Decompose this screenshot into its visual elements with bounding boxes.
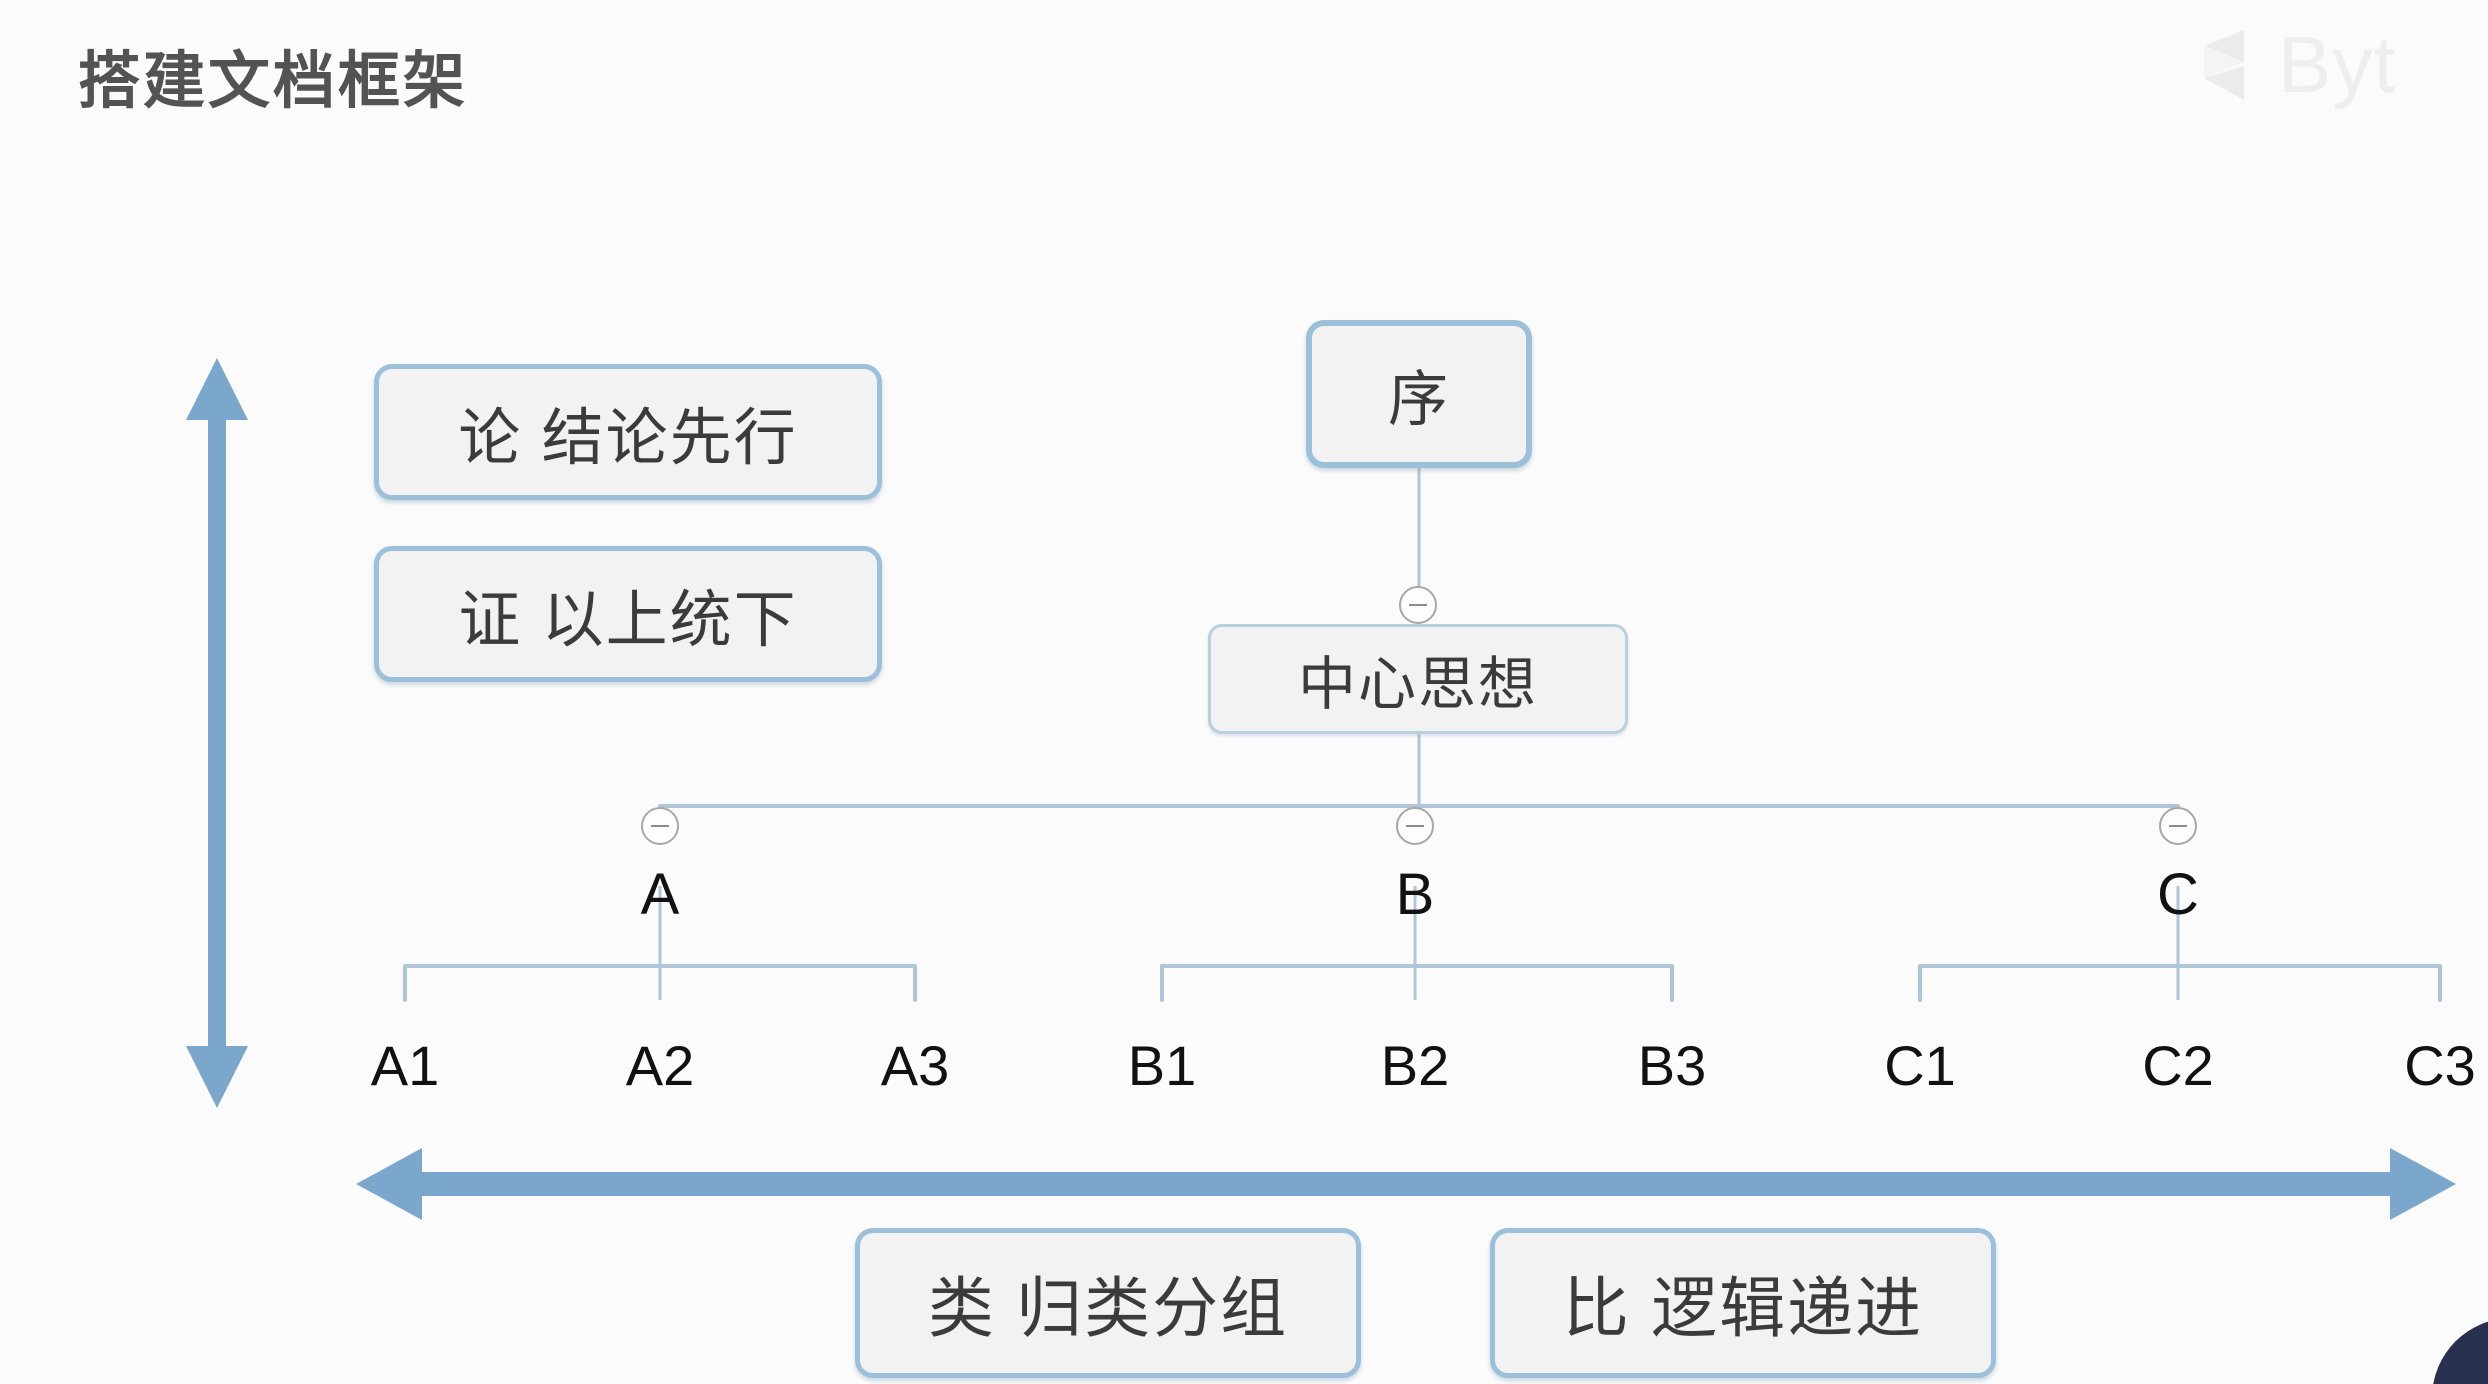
- tree-node-root-xu[interactable]: 序: [1306, 320, 1532, 468]
- principle-box-lei[interactable]: 类 归类分组: [855, 1228, 1361, 1378]
- tree-node-center-label: 中心思想: [1297, 652, 1538, 717]
- collapse-toggle-a-minus-icon[interactable]: [641, 807, 679, 845]
- principle-box-lun-label: 论 结论先行: [458, 404, 798, 473]
- collapse-toggle-c-minus-icon[interactable]: [2159, 807, 2197, 845]
- tree-label-a3[interactable]: A3: [880, 1034, 950, 1097]
- horizontal-double-arrow-icon: [356, 1148, 2456, 1220]
- tree-label-a2[interactable]: A2: [625, 1034, 695, 1097]
- principle-box-zheng[interactable]: 证 以上统下: [374, 546, 882, 682]
- principle-box-lei-label: 类 归类分组: [927, 1271, 1289, 1345]
- tree-label-c1[interactable]: C1: [1884, 1034, 1956, 1097]
- tree-node-center-idea[interactable]: 中心思想: [1208, 624, 1628, 734]
- collapse-toggle-center-minus-icon[interactable]: [1399, 586, 1437, 624]
- principle-box-bi[interactable]: 比 逻辑递进: [1490, 1228, 1996, 1378]
- tree-label-c3[interactable]: C3: [2404, 1034, 2476, 1097]
- vertical-double-arrow-icon: [186, 358, 248, 1108]
- principle-box-zheng-label: 证 以上统下: [458, 586, 798, 655]
- tree-label-c[interactable]: C: [2157, 862, 2199, 927]
- corner-overlay-blob: [2432, 1318, 2488, 1384]
- principle-box-lun[interactable]: 论 结论先行: [374, 364, 882, 500]
- tree-label-a1[interactable]: A1: [370, 1034, 440, 1097]
- tree-label-b1[interactable]: B1: [1127, 1034, 1197, 1097]
- principle-box-bi-label: 比 逻辑递进: [1562, 1271, 1924, 1345]
- tree-label-b2[interactable]: B2: [1380, 1034, 1450, 1097]
- tree-label-a[interactable]: A: [640, 862, 680, 927]
- bytedance-watermark: Byt: [2188, 10, 2488, 120]
- tree-node-root-label: 序: [1388, 365, 1450, 433]
- bytedance-logo-icon: [2204, 30, 2244, 100]
- tree-label-b3[interactable]: B3: [1637, 1034, 1707, 1097]
- collapse-toggle-b-minus-icon[interactable]: [1396, 807, 1434, 845]
- page-title: 搭建文档框架: [78, 47, 469, 116]
- watermark-brand-text: Byt: [2278, 20, 2397, 109]
- tree-label-b[interactable]: B: [1395, 862, 1435, 927]
- tree-label-c2[interactable]: C2: [2142, 1034, 2214, 1097]
